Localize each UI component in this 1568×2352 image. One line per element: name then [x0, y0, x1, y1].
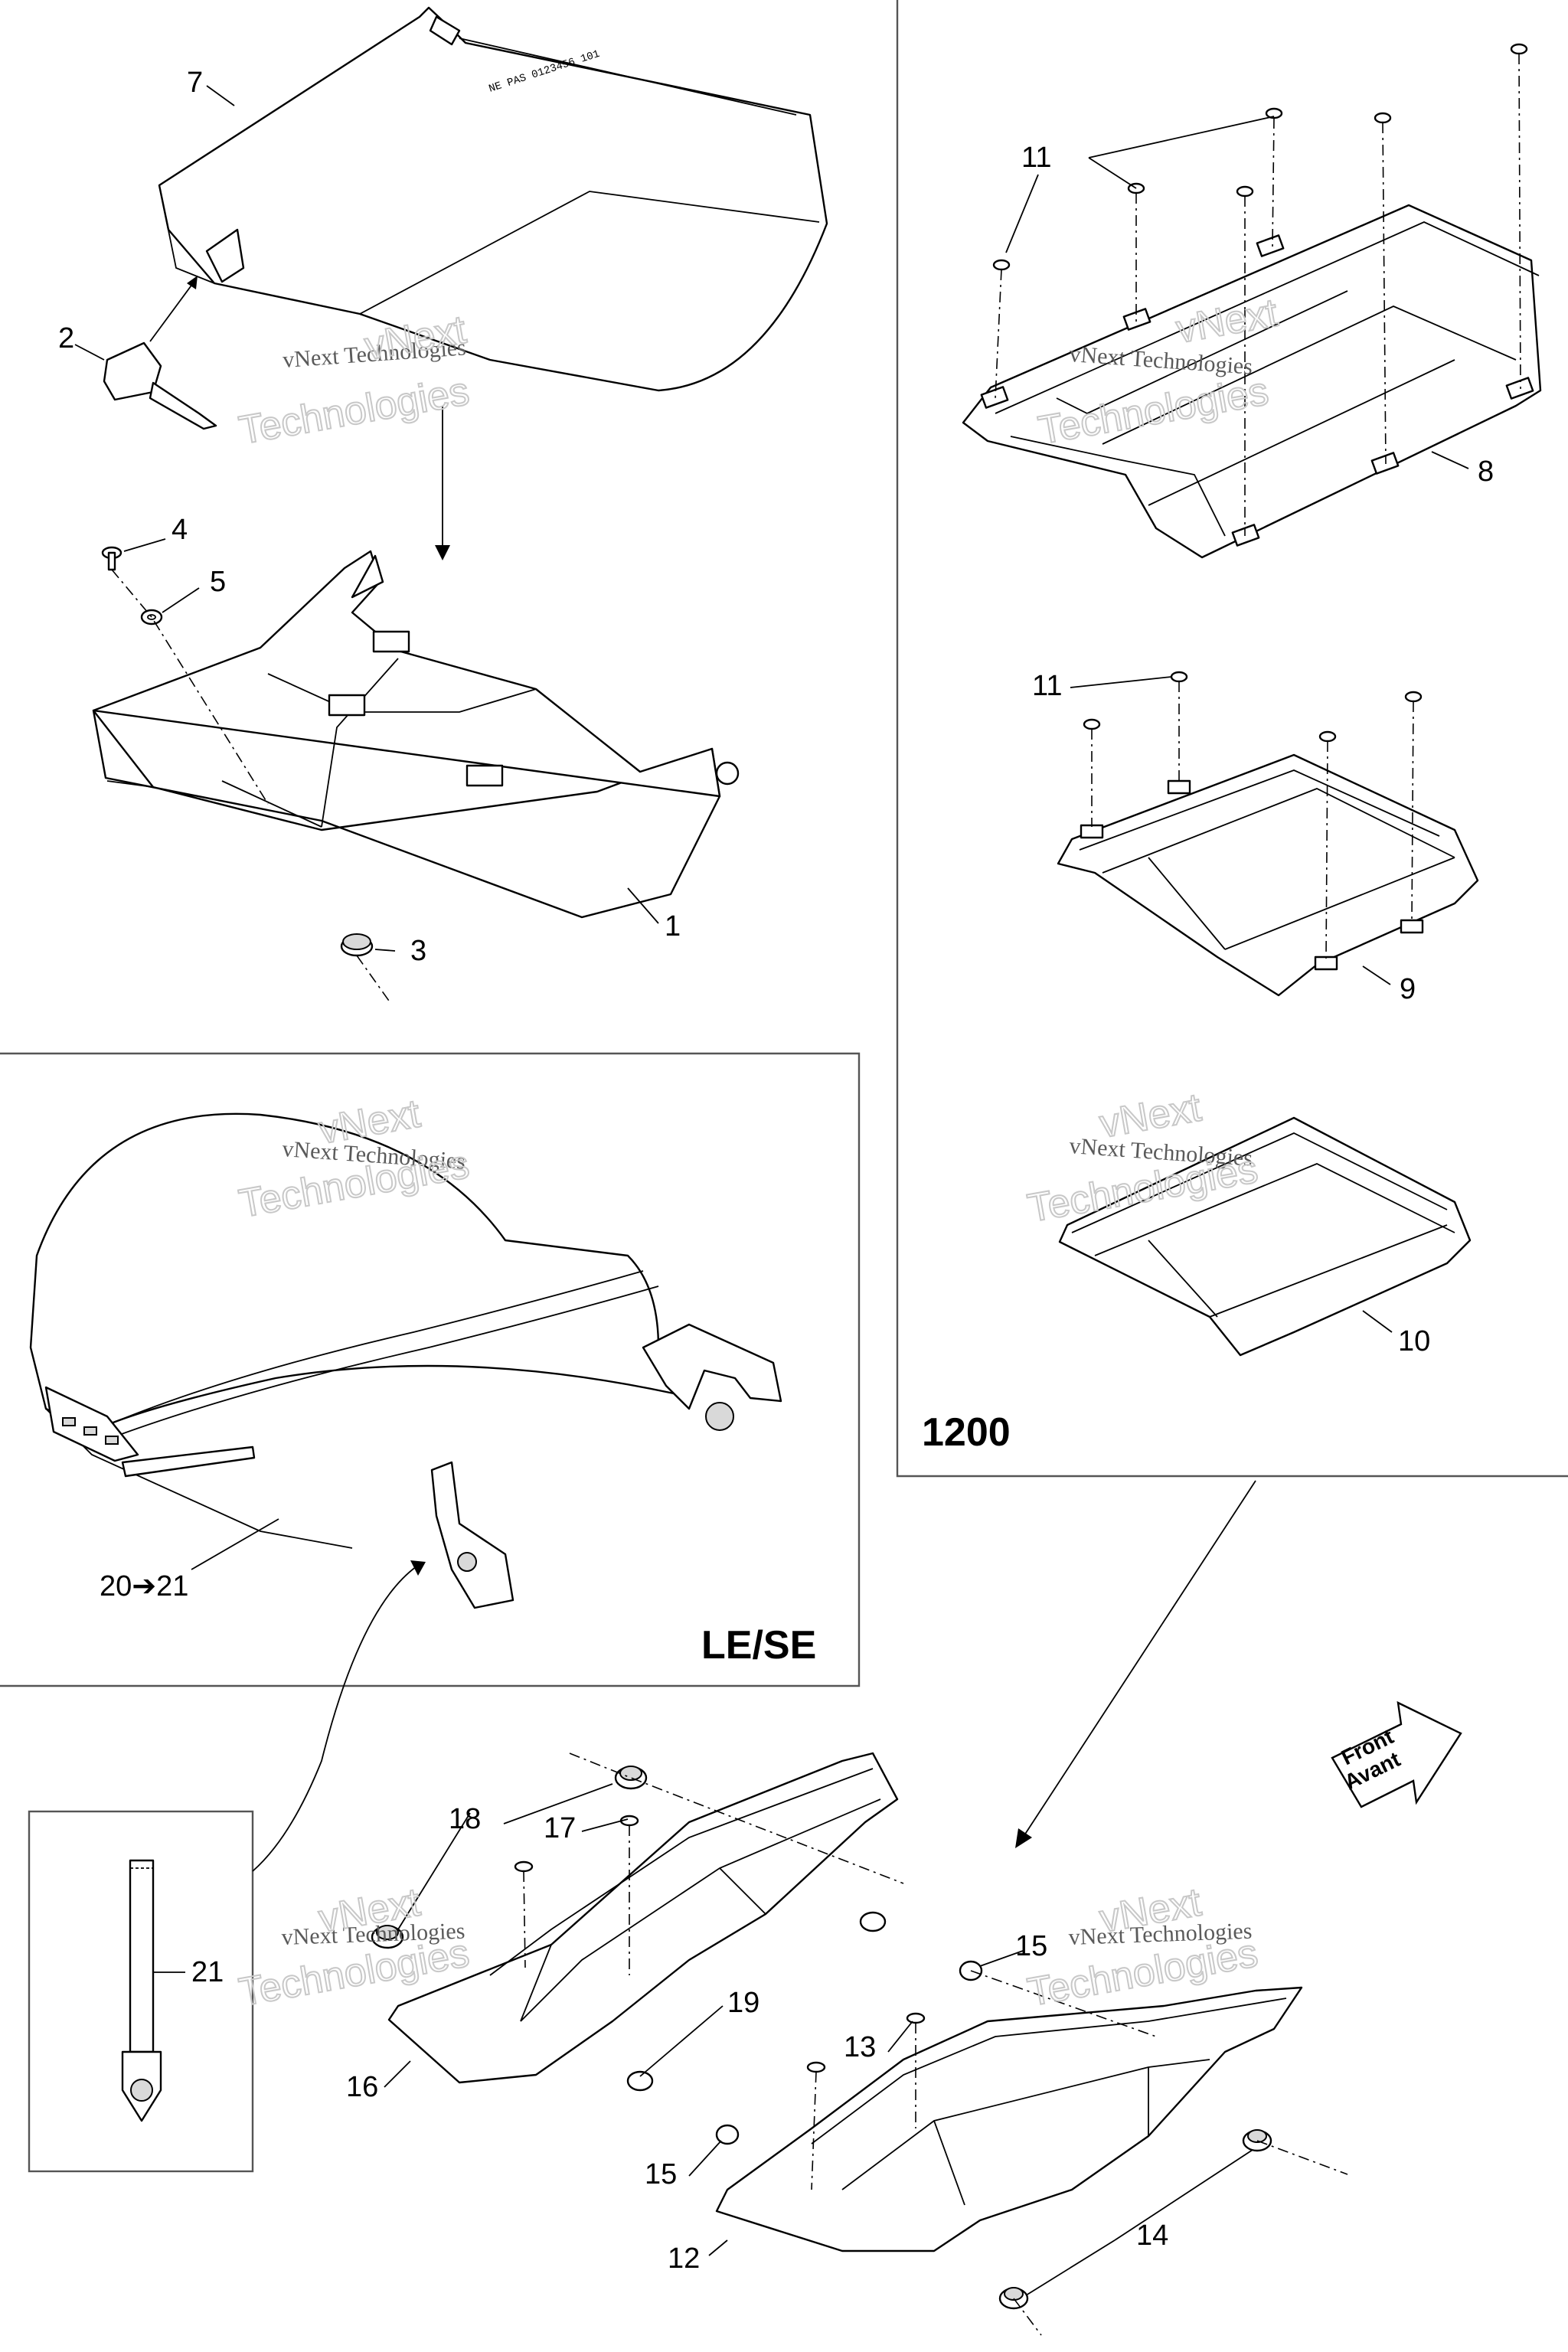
front-direction-arrow: Front Avant: [1331, 1700, 1462, 1808]
callout-11-mid: 11: [1032, 670, 1062, 702]
callout-4: 4: [172, 514, 188, 546]
clip-part-2: [103, 341, 217, 430]
callout-11-top: 11: [1021, 142, 1051, 174]
skid-plate-part-10: [1058, 1116, 1472, 1357]
callout-8: 8: [1478, 456, 1494, 488]
callout-14: 14: [1136, 2220, 1168, 2252]
callout-17: 17: [544, 1812, 576, 1844]
callout-16: 16: [346, 2071, 378, 2103]
svg-text:Technologies: Technologies: [236, 369, 472, 453]
callout-19: 19: [727, 1987, 760, 2019]
callout-15-right: 15: [1015, 1930, 1047, 1962]
callout-2: 2: [58, 322, 74, 354]
callout-15-left: 15: [645, 2158, 677, 2190]
callout-1: 1: [665, 910, 681, 942]
callout-21: 21: [191, 1956, 224, 1988]
callout-9: 9: [1400, 973, 1416, 1005]
strap-part-21: [121, 1859, 162, 2122]
side-panel-part-16: [387, 1752, 899, 2084]
callout-3: 3: [410, 935, 426, 967]
le-se-windshield-part-20: [29, 1112, 675, 1549]
panel-1200-label: 1200: [922, 1410, 1011, 1455]
callout-5: 5: [210, 566, 226, 598]
callout-20-21: 20➔21: [100, 1570, 188, 1602]
leader-lines: [74, 85, 1469, 2296]
panel-strap-box: [28, 1810, 254, 2173]
dash-base-part-1: [92, 550, 740, 919]
assembly-arrow-2: [149, 276, 198, 342]
le-se-bracket-left: [642, 1323, 782, 1431]
skid-plate-part-9: [1057, 753, 1479, 997]
panel-le-se-label: LE/SE: [701, 1623, 816, 1668]
watermark-1: vNext Technologies vNext Technologies: [235, 307, 473, 454]
callout-18: 18: [449, 1803, 481, 1835]
screw-part-4: [101, 546, 122, 571]
assembly-arrow-1200: [1015, 1480, 1256, 1848]
skid-plate-part-8: [962, 204, 1542, 559]
panel-1200-box: [896, 0, 1568, 1478]
grommet-part-3: [340, 933, 374, 957]
windshield-part-7: NE PAS 0123456 101: [158, 6, 828, 392]
callout-7: 7: [187, 67, 203, 99]
le-se-bracket-center: [430, 1461, 514, 1609]
assembly-arrow-7-to-1: [435, 406, 450, 560]
svg-text:vNext: vNext: [1096, 1086, 1205, 1147]
callout-12: 12: [668, 2243, 700, 2275]
side-panel-part-12: [715, 1986, 1303, 2252]
svg-text:vNext: vNext: [315, 1092, 424, 1153]
le-se-strap: [121, 1446, 256, 1478]
panel-le-se-box: [0, 1052, 861, 1687]
callout-13: 13: [844, 2031, 876, 2063]
le-se-curve-arrow: [252, 1560, 426, 1872]
callout-labels: 7 2 4 5 3 1 11 8 11 9 10 20➔21 21 18 17 …: [58, 67, 1494, 2275]
skid-plate-8-tabs: [980, 234, 1534, 547]
callout-10: 10: [1398, 1325, 1430, 1357]
